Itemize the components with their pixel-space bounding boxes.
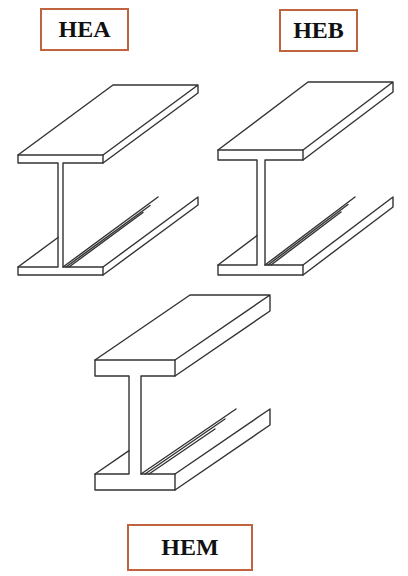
hem-beam: [95, 295, 270, 490]
label-box: HEA: [40, 8, 129, 51]
profile-name: HEM: [161, 534, 218, 560]
heb-beam: [218, 82, 393, 275]
label-box: HEB: [279, 9, 358, 52]
profile-name: HEA: [58, 16, 110, 42]
label-box: HEM: [127, 524, 253, 571]
hea-beam: [18, 85, 198, 275]
profile-name: HEB: [293, 17, 344, 43]
